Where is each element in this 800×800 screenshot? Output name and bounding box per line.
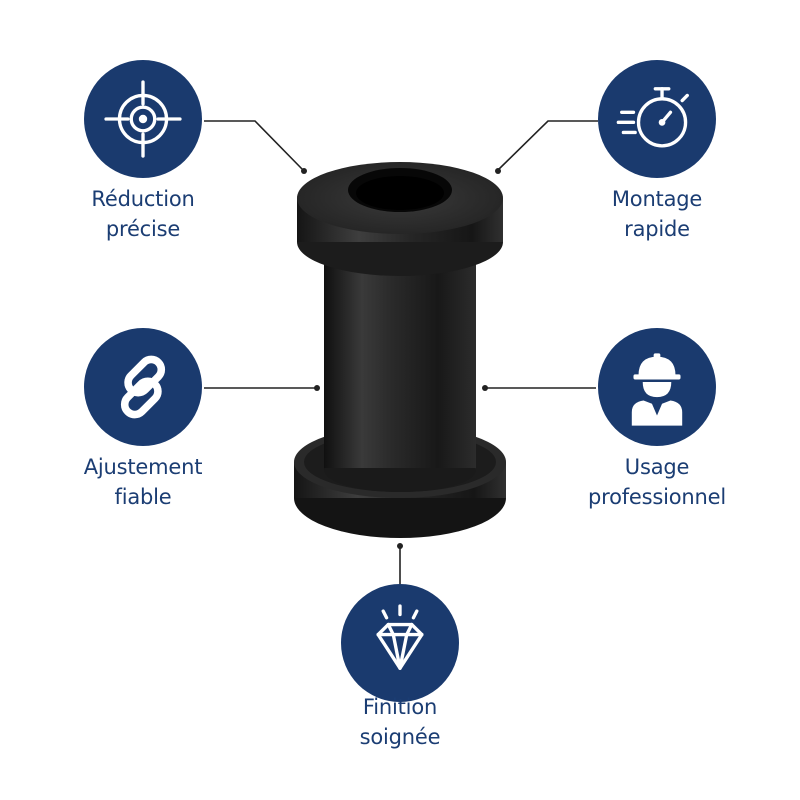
connector-dot-reduction <box>301 168 307 174</box>
target-crosshair-icon <box>104 80 182 158</box>
feature-label-line2: soignée <box>359 725 441 749</box>
feature-label-line2: précise <box>105 217 181 241</box>
connector-dot-ajustement <box>314 385 320 391</box>
feature-label-line1: Usage <box>624 455 690 479</box>
chain-link-icon <box>120 355 166 419</box>
feature-icon-usage <box>598 328 716 446</box>
feature-label-line1: Réduction <box>91 187 195 211</box>
feature-label-line1: Montage <box>611 187 703 211</box>
feature-label-reduction: Réduction précise <box>43 184 243 244</box>
worker-hardhat-icon <box>631 353 683 426</box>
stopwatch-icon <box>616 87 689 148</box>
connector-dot-usage <box>482 385 488 391</box>
feature-label-line2: fiable <box>114 485 172 509</box>
feature-label-montage: Montage rapide <box>557 184 757 244</box>
feature-label-line2: rapide <box>624 217 690 241</box>
feature-label-line1: Ajustement <box>83 455 203 479</box>
feature-icon-ajustement <box>84 328 202 446</box>
feature-label-usage: Usage professionnel <box>557 452 757 512</box>
feature-label-line1: Finition <box>362 695 438 719</box>
feature-label-ajustement: Ajustement fiable <box>43 452 243 512</box>
feature-icon-montage <box>598 60 716 178</box>
diamond-icon <box>376 604 424 670</box>
feature-label-finition: Finition soignée <box>300 692 500 752</box>
feature-label-line2: professionnel <box>587 485 726 509</box>
connector-dot-montage <box>495 168 501 174</box>
connector-dot-finition <box>397 543 403 549</box>
feature-icon-finition <box>341 584 459 702</box>
connector-reduction <box>204 120 304 171</box>
connector-montage <box>497 120 598 171</box>
feature-icon-reduction <box>84 60 202 178</box>
